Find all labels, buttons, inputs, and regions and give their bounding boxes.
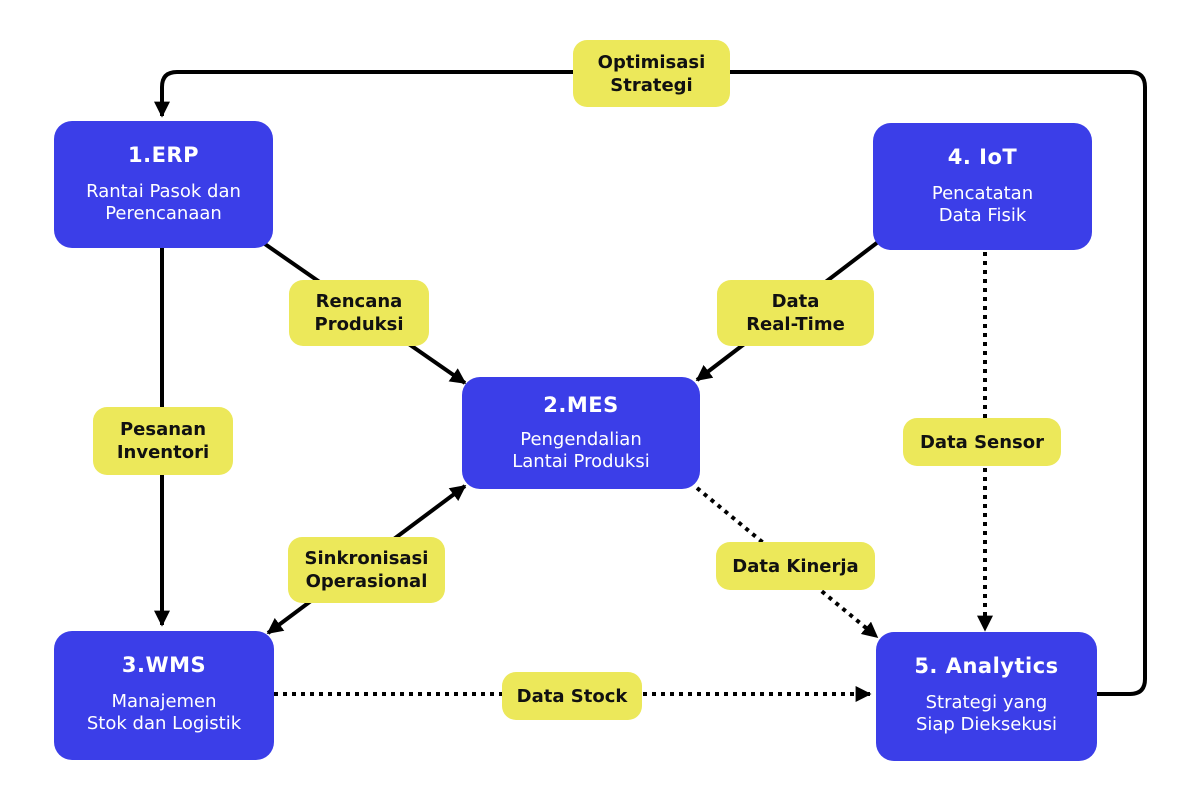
label-data-real-time: Data Real-Time (717, 280, 874, 346)
node-wms-title: 3.WMS (121, 653, 207, 677)
label-data-sensor: Data Sensor (903, 418, 1061, 466)
label-rencana-produksi: Rencana Produksi (289, 280, 429, 346)
label-sinkronisasi-operasional: Sinkronisasi Operasional (288, 537, 445, 603)
node-iot-title: 4. IoT (947, 145, 1018, 169)
node-wms: 3.WMS Manajemen Stok dan Logistik (54, 631, 274, 760)
label-data-kinerja: Data Kinerja (716, 542, 875, 590)
label-pesanan-inventori: Pesanan Inventori (93, 407, 233, 475)
node-mes-desc: Pengendalian Lantai Produksi (512, 429, 650, 472)
node-analytics: 5. Analytics Strategi yang Siap Diekseku… (876, 632, 1097, 761)
node-erp: 1.ERP Rantai Pasok dan Perencanaan (54, 121, 273, 248)
node-analytics-desc: Strategi yang Siap Dieksekusi (915, 692, 1058, 735)
arrow-data-kinerja (695, 486, 879, 639)
label-data-stock: Data Stock (502, 672, 642, 720)
node-erp-desc: Rantai Pasok dan Perencanaan (86, 181, 241, 224)
node-mes-title: 2.MES (543, 393, 619, 417)
node-analytics-title: 5. Analytics (914, 654, 1059, 678)
node-mes: 2.MES Pengendalian Lantai Produksi (462, 377, 700, 489)
node-wms-desc: Manajemen Stok dan Logistik (86, 691, 242, 734)
arrow-optimisasi-strategi (154, 70, 1147, 696)
node-iot-desc: Pencatatan Data Fisik (931, 183, 1034, 226)
label-optimisasi-strategi: Optimisasi Strategi (573, 40, 730, 107)
node-iot: 4. IoT Pencatatan Data Fisik (873, 123, 1092, 250)
node-erp-title: 1.ERP (128, 143, 199, 167)
